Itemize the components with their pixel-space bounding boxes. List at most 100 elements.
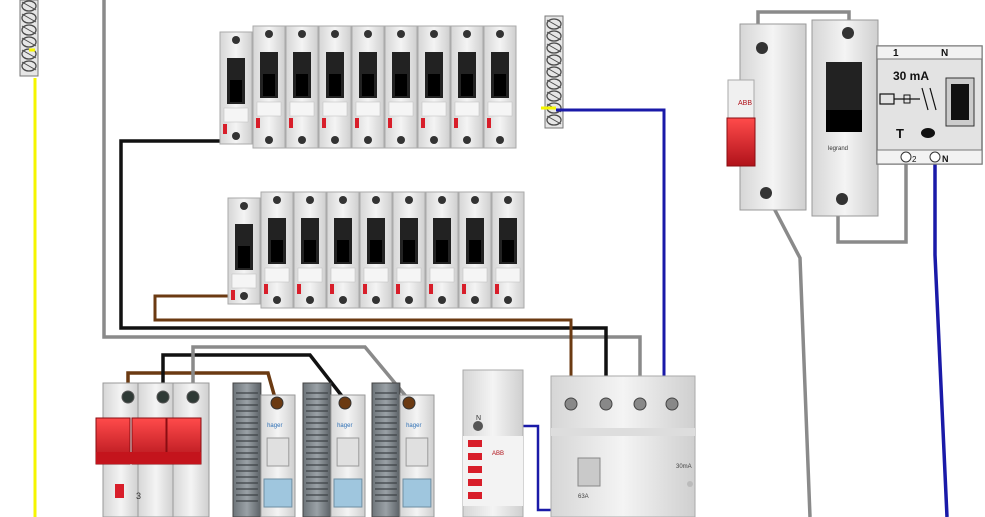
- circuit-breaker-module[interactable]: [285, 25, 319, 149]
- circuit-breaker-module[interactable]: [227, 197, 261, 305]
- rcd-rating: 30 mA: [893, 69, 929, 83]
- screw-terminal-icon: [405, 296, 413, 304]
- circuit-breaker-module[interactable]: [483, 25, 517, 149]
- screw-terminal-icon: [270, 396, 284, 410]
- screw-terminal-icon: [397, 30, 405, 38]
- indicator-brand: ABB: [492, 451, 504, 457]
- screw-terminal-icon: [265, 30, 273, 38]
- main-switch-3pole[interactable]: 3: [95, 382, 210, 517]
- screw-terminal-icon: [273, 196, 281, 204]
- screw-terminal-icon: [463, 136, 471, 144]
- earth-bar-icon: [546, 114, 562, 126]
- screw-terminal-icon: [504, 196, 512, 204]
- earth-bar-icon: [546, 18, 562, 30]
- legrand-label: legrand: [828, 146, 848, 152]
- black-wire-loop: [119, 139, 608, 395]
- circuit-breaker-module[interactable]: [392, 191, 426, 309]
- screw-terminal-icon: [473, 421, 483, 431]
- circuit-breaker-module[interactable]: [384, 25, 418, 149]
- circuit-breaker-module[interactable]: [359, 191, 393, 309]
- screw-terminal-icon: [339, 196, 347, 204]
- test-button-icon[interactable]: [921, 128, 935, 138]
- rcd-test-label: T: [896, 126, 904, 141]
- earth-bar-icon: [546, 42, 562, 54]
- screw-terminal-icon: [471, 196, 479, 204]
- screw-terminal-icon: [599, 397, 613, 411]
- screw-terminal-icon: [306, 196, 314, 204]
- screw-terminal-icon: [240, 292, 248, 300]
- rcd-4pole-bottom[interactable]: 30mA 63A: [550, 375, 696, 517]
- rcd-terminal-1: 1: [893, 48, 899, 59]
- breaker-row-top: [219, 25, 517, 149]
- main-switch-pole-count: 3: [136, 491, 141, 501]
- grey-wire-right-down: [764, 192, 812, 517]
- screw-terminal-icon: [273, 296, 281, 304]
- screw-terminal-icon: [339, 296, 347, 304]
- screw-terminal-icon: [756, 42, 768, 54]
- earth-bar-icon: [546, 54, 562, 66]
- hager-brand-label: hager: [267, 423, 282, 429]
- screw-terminal-icon: [842, 27, 854, 39]
- hager-brand-label: hager: [406, 423, 421, 429]
- screw-terminal-icon: [372, 296, 380, 304]
- screw-terminal-icon: [430, 30, 438, 38]
- circuit-breaker-module[interactable]: [318, 25, 352, 149]
- indicator-module: N ABB: [462, 369, 524, 517]
- circuit-breaker-module[interactable]: [252, 25, 286, 149]
- screw-terminal-icon: [900, 151, 912, 163]
- screw-terminal-icon: [331, 30, 339, 38]
- circuit-breaker-module[interactable]: [425, 191, 459, 309]
- screw-terminal-icon: [397, 136, 405, 144]
- circuit-breaker-module[interactable]: [293, 191, 327, 309]
- rcd-bottom-current: 63A: [578, 494, 589, 500]
- screw-terminal-icon: [471, 296, 479, 304]
- screw-terminal-icon: [438, 296, 446, 304]
- screw-terminal-icon: [496, 136, 504, 144]
- hager-brand-label: hager: [337, 423, 352, 429]
- grey-wire-left: [102, 0, 642, 395]
- red-isolator-right[interactable]: ABB: [726, 23, 807, 211]
- hager-breaker[interactable]: hager: [371, 382, 435, 517]
- earth-bar-icon: [546, 30, 562, 42]
- circuit-breaker-module[interactable]: [450, 25, 484, 149]
- isolator-brand: ABB: [738, 100, 752, 107]
- hager-breakers: hager hager hager: [232, 382, 435, 517]
- black-wire-bottom: [161, 353, 347, 402]
- screw-terminal-icon: [186, 390, 200, 404]
- circuit-breaker-module[interactable]: [326, 191, 360, 309]
- earth-bar-icon: [21, 36, 37, 48]
- rcd-terminal-n-top: N: [941, 48, 948, 59]
- circuit-breaker-module[interactable]: [417, 25, 451, 149]
- earth-bar-icon: [546, 90, 562, 102]
- circuit-breaker-module[interactable]: [491, 191, 525, 309]
- screw-terminal-icon: [364, 136, 372, 144]
- screw-terminal-icon: [564, 397, 578, 411]
- screw-terminal-icon: [298, 136, 306, 144]
- screw-terminal-icon: [504, 296, 512, 304]
- screw-terminal-icon: [240, 202, 248, 210]
- screw-terminal-icon: [338, 396, 352, 410]
- earth-bar-icon: [21, 0, 37, 12]
- screw-terminal-icon: [306, 296, 314, 304]
- screw-terminal-icon: [496, 30, 504, 38]
- earth-bar-icon: [21, 12, 37, 24]
- circuit-breaker-module[interactable]: [458, 191, 492, 309]
- breaker-row-middle: [227, 191, 525, 309]
- screw-terminal-icon: [331, 136, 339, 144]
- screw-terminal-icon: [665, 397, 679, 411]
- screw-terminal-icon: [760, 187, 772, 199]
- screw-terminal-icon: [430, 136, 438, 144]
- circuit-breaker-module[interactable]: [351, 25, 385, 149]
- circuit-breaker-module[interactable]: [260, 191, 294, 309]
- circuit-breaker-module[interactable]: [219, 31, 253, 145]
- hager-breaker[interactable]: hager: [232, 382, 296, 517]
- screw-terminal-icon: [463, 30, 471, 38]
- grey-wire-bottom: [191, 345, 411, 402]
- legrand-breaker-right[interactable]: legrand: [811, 19, 879, 217]
- earth-bar-left: [19, 0, 39, 77]
- screw-terminal-icon: [372, 196, 380, 204]
- screw-terminal-icon: [364, 30, 372, 38]
- hager-breaker[interactable]: hager: [302, 382, 366, 517]
- screw-terminal-icon: [836, 193, 848, 205]
